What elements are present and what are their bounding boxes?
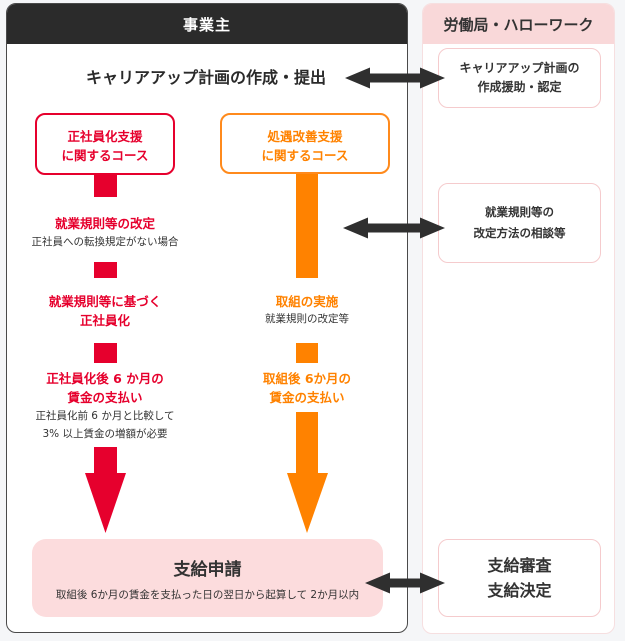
step-title: 就業規則等に基づく bbox=[48, 294, 162, 309]
office-box-line: 就業規則等の bbox=[485, 205, 554, 219]
treatment-step-1: 取組の実施 就業規則の改定等 bbox=[207, 292, 407, 327]
office-box-line: 支給審査 bbox=[487, 556, 552, 575]
labor-office-panel: 労働局・ハローワーク bbox=[422, 3, 615, 634]
application-title: 支給申請 bbox=[173, 560, 242, 580]
step-note: 3% 以上賃金の増額が必要 bbox=[42, 428, 168, 440]
step-note: 正社員への転換規定がない場合 bbox=[31, 236, 179, 248]
course-title-line: に関するコース bbox=[261, 147, 349, 163]
employer-header: 事業主 bbox=[7, 4, 407, 44]
work-rules-consultation-box: 就業規則等の 改定方法の相談等 bbox=[438, 183, 601, 263]
payment-review-decision-box: 支給審査 支給決定 bbox=[438, 539, 601, 617]
treatment-step-2: 取組後 6か月の 賃金の支払い bbox=[207, 369, 407, 407]
course-title-line: 正社員化支援 bbox=[67, 129, 143, 144]
office-box-line: 支給決定 bbox=[487, 581, 552, 600]
step-note: 就業規則の改定等 bbox=[265, 313, 349, 325]
career-up-plan-title: キャリアアップ計画の作成・提出 bbox=[85, 68, 326, 87]
step-title: 正社員化 bbox=[79, 313, 130, 328]
treatment-improvement-course-box: 処遇改善支援 に関するコース bbox=[220, 113, 390, 174]
regularization-course-box: 正社員化支援 に関するコース bbox=[35, 113, 175, 175]
step-note: 正社員化前 6 か月と比較して bbox=[35, 410, 175, 422]
regularization-step-2: 就業規則等に基づく 正社員化 bbox=[5, 292, 205, 330]
application-deadline-note: 取組後 6か月の賃金を支払った日の翌日から起算して 2か月以内 bbox=[55, 589, 360, 601]
step-title: 賃金の支払い bbox=[269, 390, 345, 405]
plan-support-approval-box: キャリアアップ計画の 作成援助・認定 bbox=[438, 48, 601, 108]
course-title-line: に関するコース bbox=[61, 148, 149, 163]
step-title: 取組の実施 bbox=[275, 294, 339, 309]
subsidy-application-box: 支給申請 取組後 6か月の賃金を支払った日の翌日から起算して 2か月以内 bbox=[32, 539, 383, 617]
regularization-step-3: 正社員化後 6 か月の 賃金の支払い 正社員化前 6 か月と比較して 3% 以上… bbox=[5, 369, 205, 443]
course-title-line: 処遇改善支援 bbox=[267, 128, 343, 144]
step-title: 正社員化後 6 か月の bbox=[46, 371, 164, 386]
step-title: 賃金の支払い bbox=[67, 390, 143, 405]
step-title: 就業規則等の改定 bbox=[54, 216, 155, 231]
labor-office-header: 労働局・ハローワーク bbox=[423, 4, 614, 44]
employer-panel: 事業主 bbox=[6, 3, 408, 633]
office-box-line: 作成援助・認定 bbox=[477, 80, 562, 94]
office-box-line: 改定方法の相談等 bbox=[473, 226, 566, 240]
office-box-line: キャリアアップ計画の bbox=[459, 61, 580, 75]
regularization-step-1: 就業規則等の改定 正社員への転換規定がない場合 bbox=[5, 214, 205, 251]
step-title: 取組後 6か月の bbox=[262, 371, 352, 386]
